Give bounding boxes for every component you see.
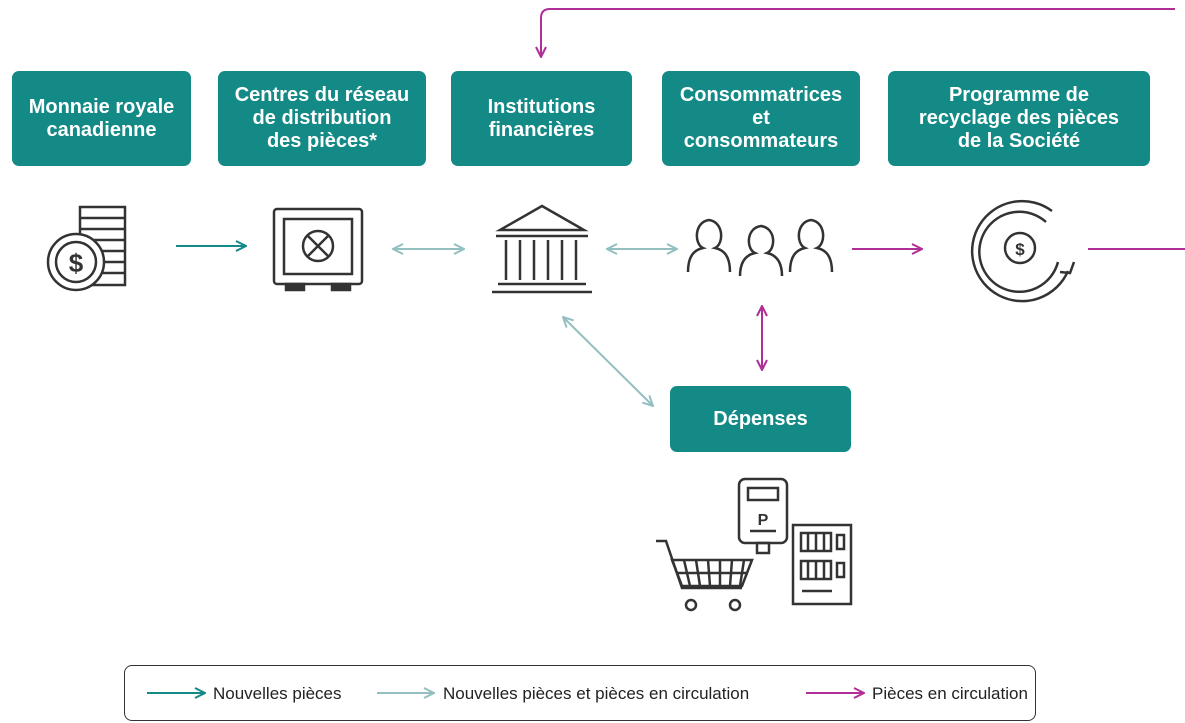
stage-box-distribution: Centres du réseau de distribution des pi…: [218, 71, 426, 166]
svg-text:$: $: [1015, 240, 1025, 259]
legend-label-new: Nouvelles pièces: [213, 684, 342, 703]
people-icon: [686, 218, 834, 277]
stage-box-recycling: Programme de recyclage des pièces de la …: [888, 71, 1150, 166]
svg-text:$: $: [69, 248, 84, 278]
coin-stack-icon: $: [46, 205, 127, 292]
legend-label-new-and-circulating: Nouvelles pièces et pièces en circulatio…: [443, 684, 750, 703]
flow-institutions-spending: [563, 317, 653, 406]
cart-parking-vending-icon: P: [656, 477, 853, 612]
svg-text:P: P: [758, 512, 769, 529]
stage-box-mint: Monnaie royale canadienne: [12, 71, 191, 166]
stage-box-institutions: Institutions financières: [451, 71, 632, 166]
stage-box-consumers: Consommatrices et consommateurs: [662, 71, 860, 166]
legend-label-circulating: Pièces en circulation: [872, 684, 1028, 703]
flow-recycling-to-institutions: [541, 8, 1175, 57]
legend: [124, 665, 1036, 721]
stage-box-spending: Dépenses: [670, 386, 851, 452]
vault-icon: [272, 207, 364, 292]
recycle-coin-icon: $: [970, 199, 1076, 303]
bank-icon: [492, 204, 592, 294]
